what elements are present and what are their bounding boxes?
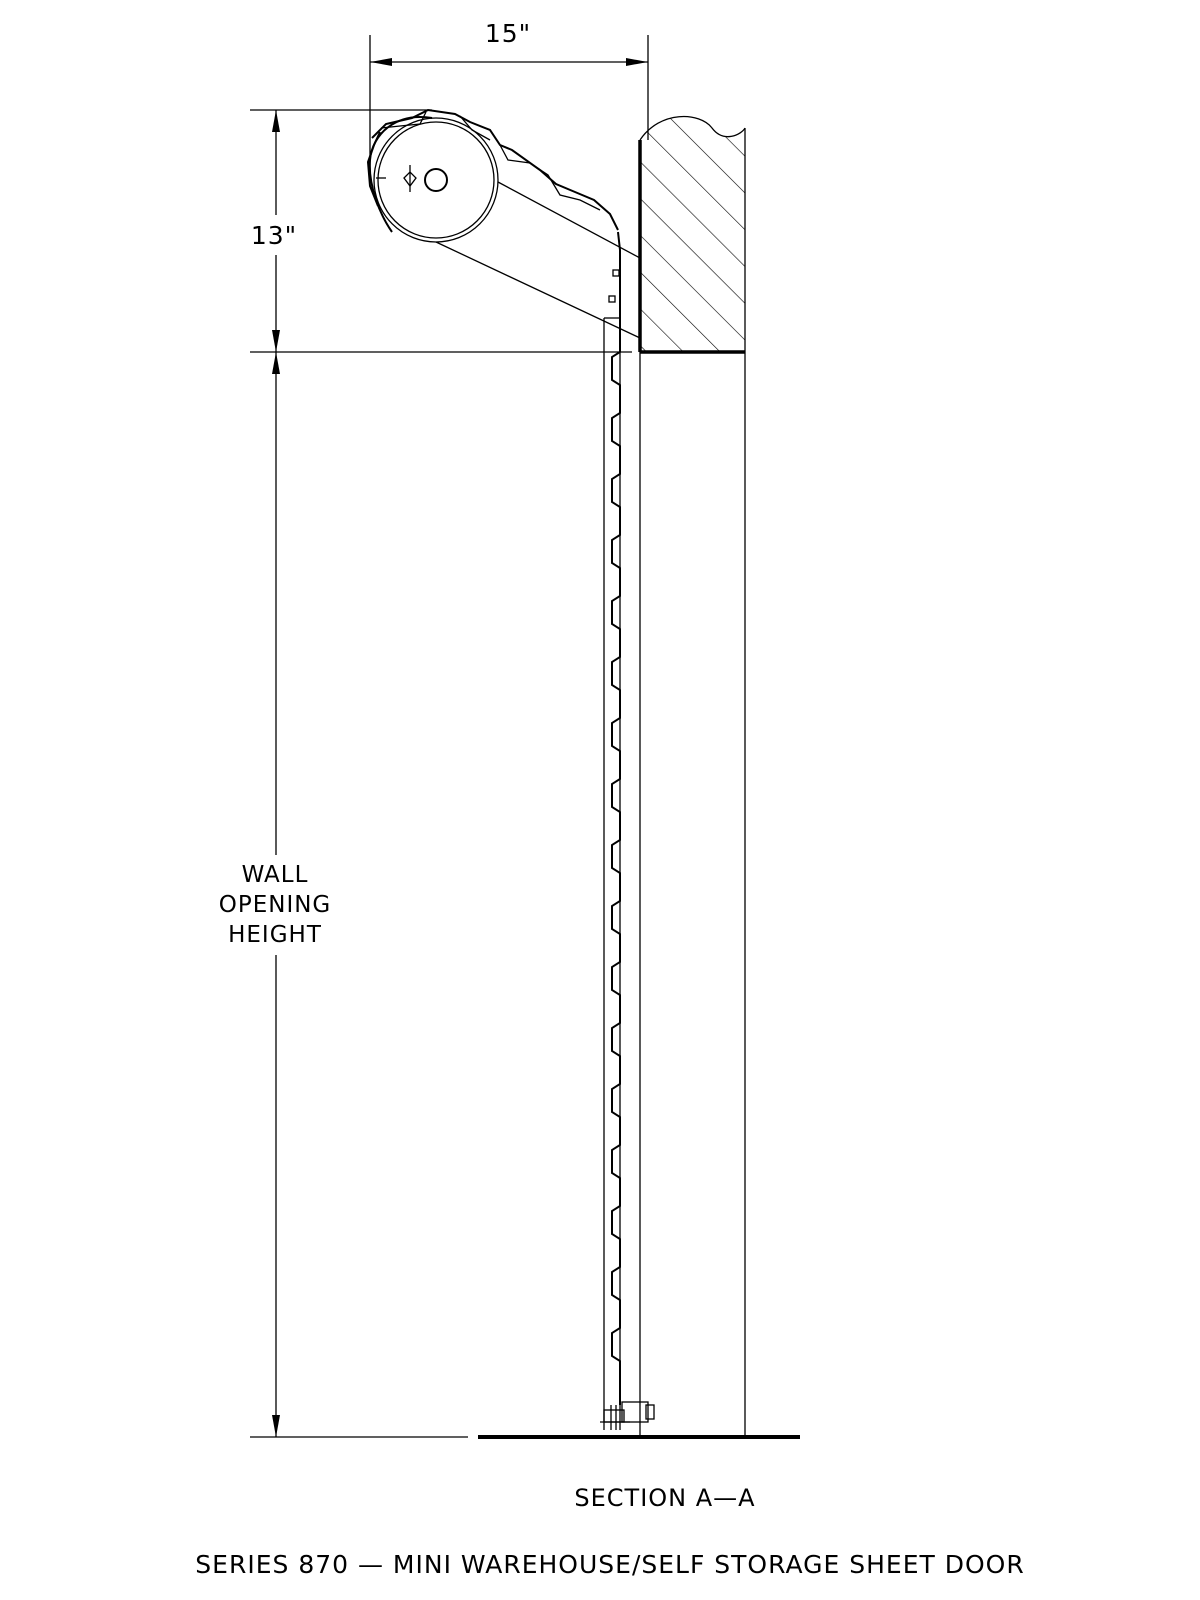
opening-label-line-1: WALL [242, 862, 309, 888]
bottom-bar-latch [600, 1401, 655, 1430]
dimension-opening [250, 352, 468, 1438]
dimension-width-label: 15" [485, 19, 531, 48]
curtain-profile [611, 231, 621, 1405]
door-jamb [639, 352, 746, 1435]
coil-drum [366, 108, 641, 339]
opening-label-line-3: HEIGHT [228, 922, 322, 948]
dimension-width [369, 35, 649, 170]
axle-icon [424, 168, 448, 192]
section-label: SECTION A—A [574, 1484, 755, 1512]
dimension-height-label: 13" [251, 221, 297, 250]
opening-label-line-2: OPENING [219, 892, 332, 918]
dimension-height [250, 109, 632, 353]
wall-header [638, 116, 746, 354]
drawing-title: SERIES 870 — MINI WAREHOUSE/SELF STORAGE… [195, 1550, 1024, 1579]
